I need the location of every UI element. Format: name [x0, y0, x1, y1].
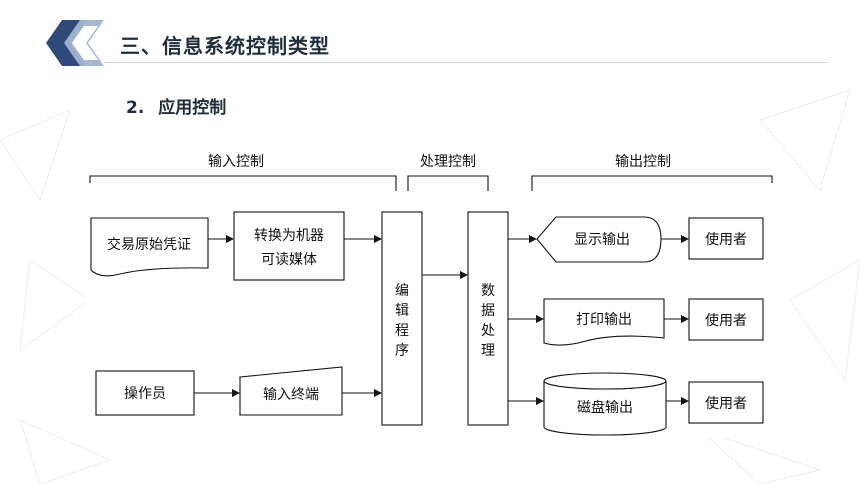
edit-char-3: 程 — [395, 323, 409, 339]
data-char-3: 处 — [481, 323, 495, 339]
display-label: 显示输出 — [574, 232, 630, 248]
voucher-shape — [90, 217, 209, 277]
user-box-3 — [688, 381, 764, 424]
data-char-2: 据 — [481, 303, 495, 319]
output-section-label: 输出控制 — [615, 154, 671, 170]
process-section-bracket — [407, 175, 489, 191]
convert-box — [233, 211, 345, 281]
disk-top — [543, 372, 667, 390]
user-box-1 — [688, 217, 764, 260]
operator-label: 操作员 — [124, 386, 166, 402]
output-section-bracket — [531, 175, 773, 191]
user-box-2 — [688, 298, 764, 341]
process-section-label: 处理控制 — [420, 154, 476, 170]
edit-char-4: 序 — [395, 343, 409, 359]
convert-label-2: 可读媒体 — [261, 251, 317, 268]
user-label-2: 使用者 — [705, 312, 747, 329]
input-section-label: 输入控制 — [208, 154, 264, 170]
sub-heading: 2. 应用控制 — [126, 93, 226, 118]
user-label-3: 使用者 — [705, 395, 747, 412]
input-section-bracket — [89, 175, 397, 191]
sub-heading-text: 应用控制 — [158, 98, 227, 118]
voucher-label: 交易原始凭证 — [107, 236, 191, 253]
terminal-label: 输入终端 — [263, 387, 319, 403]
title-divider — [104, 62, 828, 63]
slide-title: 三、信息系统控制类型 — [120, 34, 330, 58]
terminal-shape — [239, 366, 343, 416]
data-char-4: 理 — [481, 343, 495, 359]
print-label: 打印输出 — [576, 311, 632, 328]
disk-label: 磁盘输出 — [577, 399, 633, 416]
print-shape — [543, 298, 665, 346]
edit-char-1: 编 — [395, 283, 409, 299]
convert-label-1: 转换为机器 — [254, 227, 324, 244]
disk-shape — [543, 381, 667, 436]
user-label-1: 使用者 — [705, 231, 747, 248]
control-flow-diagram: 输入控制 处理控制 输出控制 交易原始凭证 转换为机器 可读媒体 操作员 输入终… — [86, 145, 776, 438]
logo-icon — [46, 20, 104, 66]
edit-char-2: 辑 — [395, 303, 409, 319]
edit-program-box — [381, 211, 423, 426]
diagram-canvas: 输入控制 处理控制 输出控制 交易原始凭证 转换为机器 可读媒体 操作员 输入终… — [89, 154, 773, 436]
sub-heading-number: 2. — [126, 98, 145, 118]
data-char-1: 数 — [481, 283, 495, 299]
